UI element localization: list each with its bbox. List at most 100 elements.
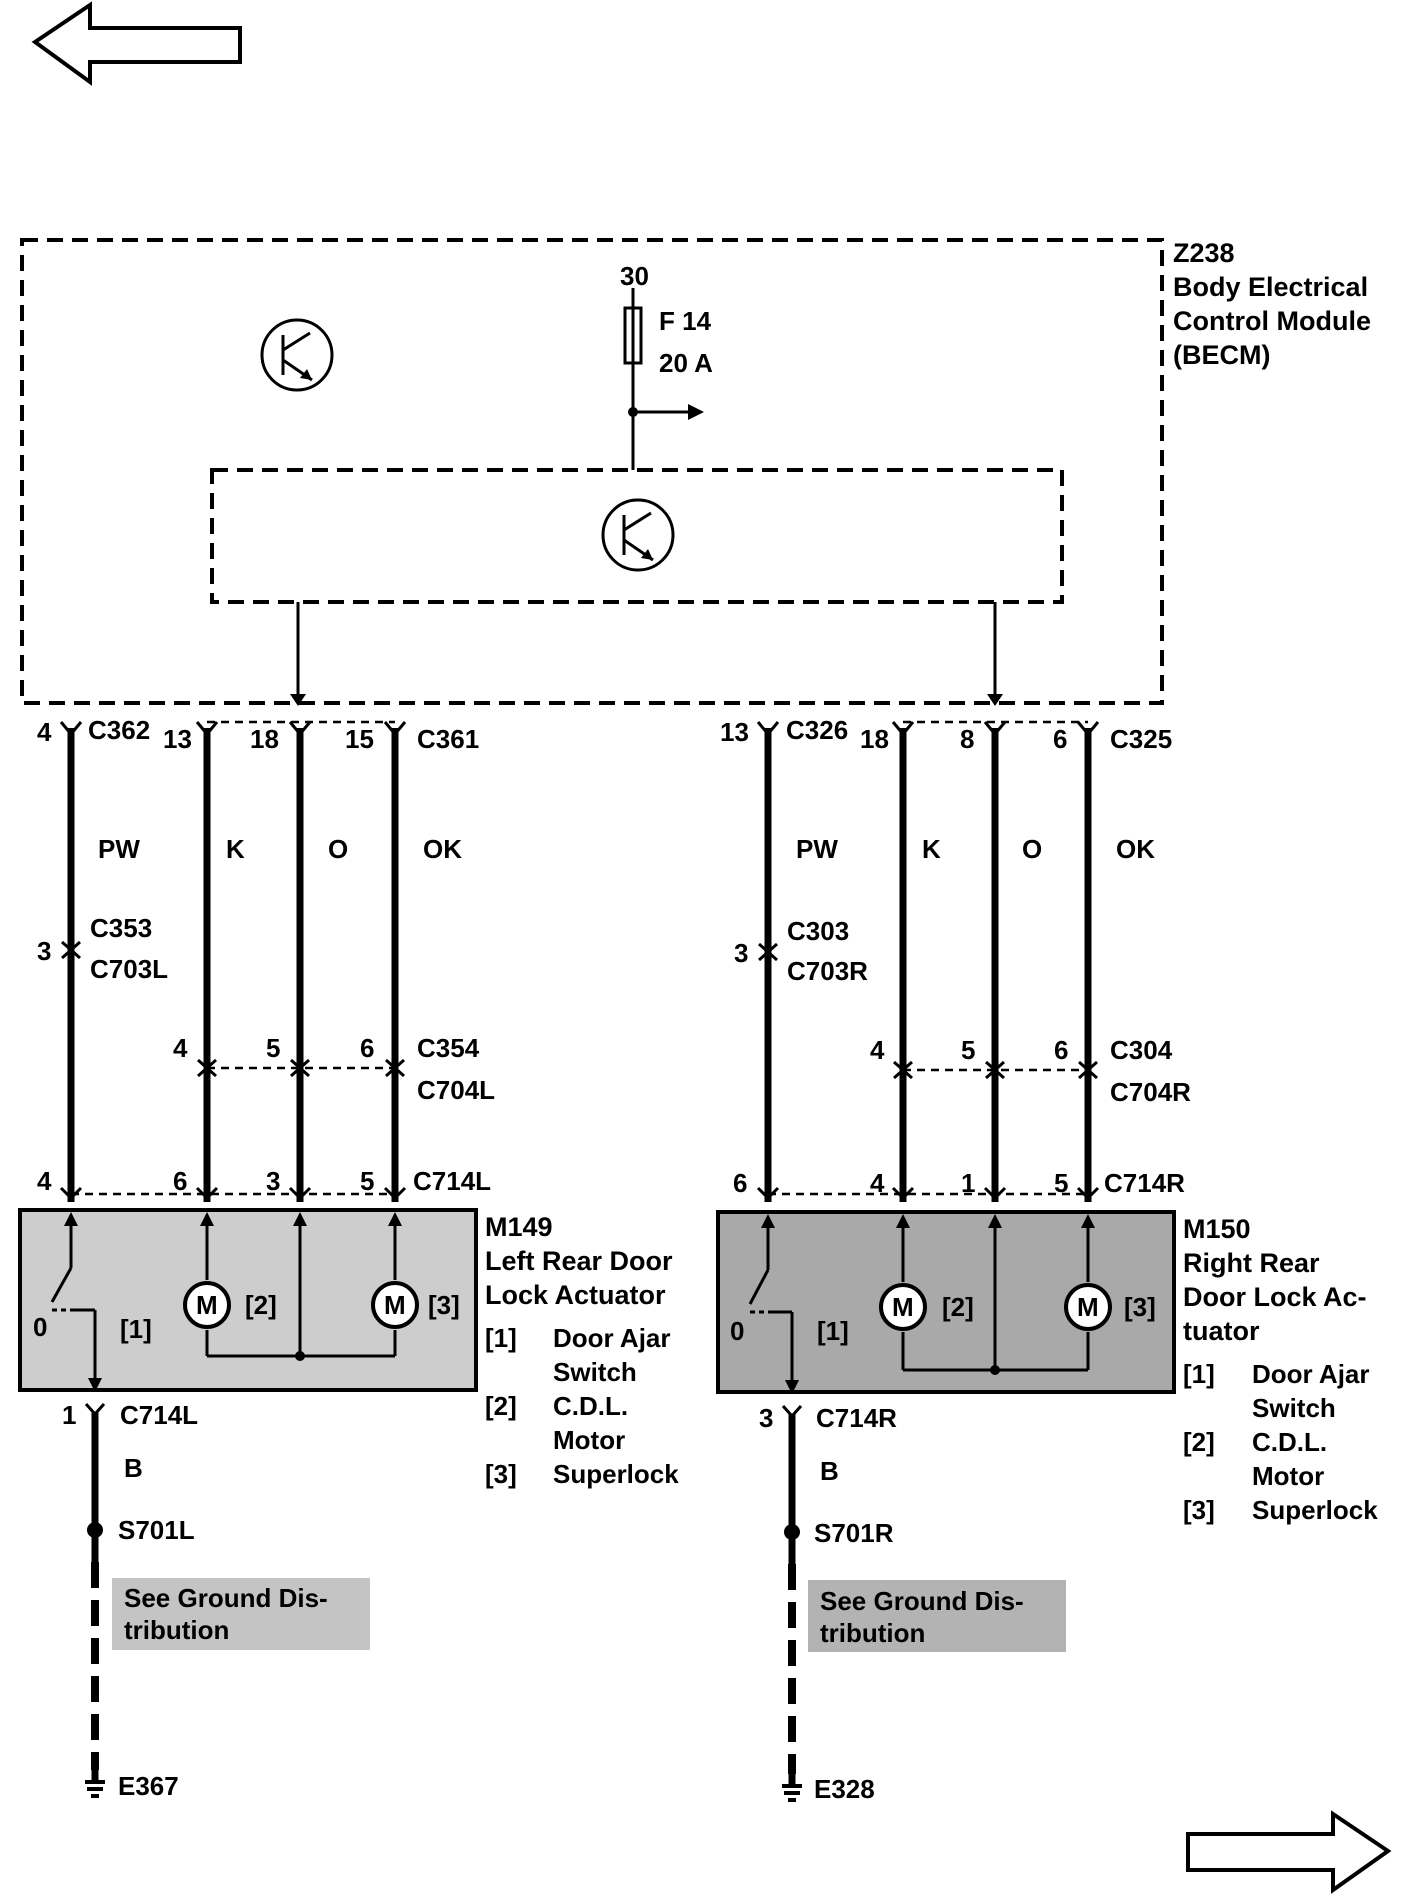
pin-label: 4 <box>37 1166 52 1196</box>
actuator-internals: 0 [1] M M [2] [3] <box>33 1212 460 1392</box>
wire-color-label: PW <box>98 834 140 864</box>
wire-color-label: B <box>124 1453 143 1483</box>
legend-text: Switch <box>1252 1393 1336 1423</box>
pin-label: 5 <box>360 1166 374 1196</box>
wire-color-label: B <box>820 1456 839 1486</box>
pin-label: 18 <box>860 724 889 754</box>
ground-distribution-link[interactable]: See Ground Dis- tribution <box>112 1578 370 1650</box>
legend-code: [2] <box>485 1391 517 1421</box>
legend-text: Motor <box>553 1425 625 1455</box>
pin-label: 15 <box>345 724 374 754</box>
ground-icon <box>782 1774 802 1802</box>
pin-label: 6 <box>173 1166 187 1196</box>
pin-label: 13 <box>163 724 192 754</box>
svg-text:tribution[interactable]: tribution <box>124 1615 229 1645</box>
motor-icon: M <box>371 1281 419 1329</box>
pin-label: 6 <box>360 1033 374 1063</box>
component-tag: [3] <box>428 1290 460 1320</box>
connector-label: C714R <box>816 1403 897 1433</box>
connector-label: C703R <box>787 956 868 986</box>
transistor-icon <box>260 318 334 392</box>
actuator-name-line: Left Rear Door <box>485 1246 673 1276</box>
svg-text:See Ground Dis-[interactable]: See Ground Dis- <box>820 1586 1024 1616</box>
pin-label: 6 <box>1053 724 1067 754</box>
motor-icon: M <box>1064 1283 1112 1331</box>
component-tag: [2] <box>942 1292 974 1322</box>
right-arrow-icon[interactable] <box>1186 1810 1392 1894</box>
next-page-button[interactable] <box>1186 1810 1392 1894</box>
svg-text:tribution[interactable]: tribution <box>820 1618 925 1648</box>
right-circuit: 13 C326 18 8 6 C325 PW K O OK 3 C303 C70… <box>716 715 1378 1804</box>
pin-label: 5 <box>1054 1168 1068 1198</box>
ground-distribution-link[interactable]: See Ground Dis- tribution <box>808 1580 1066 1652</box>
svg-text:M: M <box>892 1292 914 1322</box>
fuse-feed-label: 30 <box>620 261 649 291</box>
legend-text: Door Ajar <box>553 1323 671 1353</box>
ground-icon <box>85 1770 105 1798</box>
legend-text: Door Ajar <box>1252 1359 1370 1389</box>
legend-text: Superlock <box>553 1459 679 1489</box>
previous-page-button[interactable] <box>31 1 242 86</box>
svg-text:See Ground Dis-[interactable]: See Ground Dis- <box>124 1583 328 1613</box>
svg-text:M: M <box>196 1290 218 1320</box>
connector-label: C361 <box>417 724 479 754</box>
pin-label: 5 <box>266 1033 280 1063</box>
fuse-rating-label: 20 A <box>659 348 713 378</box>
inline-connector-icon <box>61 940 81 960</box>
connector-label: C704R <box>1110 1077 1191 1107</box>
splice-label: S701R <box>814 1518 894 1548</box>
becm-module: 30 F 14 20 A Z238 Body Electrical Contro… <box>20 238 1371 706</box>
motor-icon: M <box>879 1283 927 1331</box>
legend-code: [1] <box>1183 1359 1215 1389</box>
module-name-line1: Body Electrical <box>1173 272 1368 302</box>
splice-label: S701L <box>118 1515 195 1545</box>
legend-text: Switch <box>553 1357 637 1387</box>
wire-color-label: PW <box>796 834 838 864</box>
connector-label: C325 <box>1110 724 1172 754</box>
legend-code: [1] <box>485 1323 517 1353</box>
legend-text: C.D.L. <box>1252 1427 1327 1457</box>
connector-label: C326 <box>786 715 848 745</box>
transistor-icon <box>601 498 675 572</box>
actuator-name-line: Door Lock Ac- <box>1183 1282 1367 1312</box>
fuse-id-label: F 14 <box>659 306 712 336</box>
pin-label: 4 <box>173 1033 188 1063</box>
ground-label: E328 <box>814 1774 875 1804</box>
svg-text:M: M <box>384 1290 406 1320</box>
svg-text:M: M <box>1077 1292 1099 1322</box>
wire-color-label: K <box>922 834 941 864</box>
pin-label: 3 <box>734 938 748 968</box>
legend-text: Superlock <box>1252 1495 1378 1525</box>
switch-position-label: 0 <box>730 1316 744 1346</box>
ground-label: E367 <box>118 1771 179 1801</box>
pin-label: 4 <box>37 717 52 747</box>
connector-label: C714R <box>1104 1168 1185 1198</box>
pin-label: 8 <box>960 724 974 754</box>
legend-code: [3] <box>485 1459 517 1489</box>
module-id: Z238 <box>1173 238 1235 268</box>
connector-label: C703L <box>90 954 168 984</box>
connector-label: C353 <box>90 913 152 943</box>
actuator-name-line: Lock Actuator <box>485 1280 666 1310</box>
switch-position-label: 0 <box>33 1312 47 1342</box>
actuator-name-line: tuator <box>1183 1316 1260 1346</box>
component-tag: [1] <box>120 1314 152 1344</box>
becm-output-stage <box>210 468 1064 604</box>
pin-label: 6 <box>733 1168 747 1198</box>
fuse-icon <box>623 288 704 470</box>
pin-label: 6 <box>1054 1035 1068 1065</box>
wire-color-label: OK <box>1116 834 1155 864</box>
pin-label: 5 <box>961 1035 975 1065</box>
wire-color-label: OK <box>423 834 462 864</box>
connector-label: C303 <box>787 916 849 946</box>
left-arrow-icon[interactable] <box>31 1 242 86</box>
connector-label: C304 <box>1110 1035 1173 1065</box>
left-circuit: 4 C362 13 18 15 C361 PW K O OK 3 C353 C7… <box>18 715 679 1801</box>
actuator-name-line: Right Rear <box>1183 1248 1320 1278</box>
legend-text: C.D.L. <box>553 1391 628 1421</box>
connector-label: C362 <box>88 715 150 745</box>
module-name-line2: Control Module <box>1173 306 1371 336</box>
wire-color-label: O <box>1022 834 1042 864</box>
module-name-line3: (BECM) <box>1173 340 1270 370</box>
